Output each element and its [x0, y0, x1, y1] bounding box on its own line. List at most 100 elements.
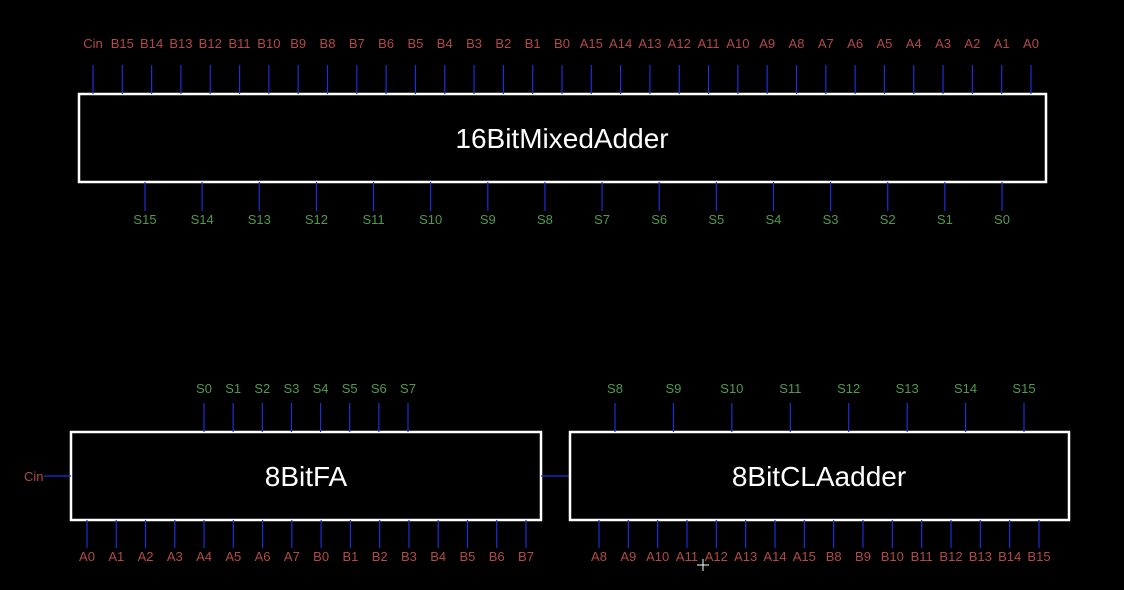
pin-label-b4: B4	[437, 36, 453, 51]
pin-label-s12: S12	[837, 381, 860, 396]
pin-label-b1: B1	[525, 36, 541, 51]
pin-label-s14: S14	[954, 381, 977, 396]
pin-label-b15: B15	[1027, 549, 1050, 564]
pin-label-b7: B7	[518, 549, 534, 564]
pin-label-b9: B9	[290, 36, 306, 51]
pin-label-s12: S12	[305, 212, 328, 227]
pin-label-a6: A6	[255, 549, 271, 564]
pin-label-a3: A3	[935, 36, 951, 51]
pin-label-s3: S3	[283, 381, 299, 396]
pin-label-s2: S2	[254, 381, 270, 396]
block-8bit-cla-adder-top-pins: S8 S9 S10 S11 S12 S13 S14 S15	[607, 381, 1036, 432]
pin-label-b5: B5	[407, 36, 423, 51]
pin-label-s4: S4	[766, 212, 782, 227]
pin-label-a6: A6	[847, 36, 863, 51]
pin-label-b12: B12	[199, 36, 222, 51]
pin-label-s13: S13	[896, 381, 919, 396]
pin-label-a13: A13	[734, 549, 757, 564]
pin-label-s15: S15	[1012, 381, 1035, 396]
pin-label-a9: A9	[620, 549, 636, 564]
pin-label-s14: S14	[191, 212, 214, 227]
pin-label-s11: S11	[779, 381, 801, 396]
pin-label-a11: A11	[697, 36, 719, 51]
pin-label-a2: A2	[964, 36, 980, 51]
pin-label-b0: B0	[554, 36, 570, 51]
pin-label-b12: B12	[939, 549, 962, 564]
pin-label-s8: S8	[607, 381, 623, 396]
pin-label-s2: S2	[880, 212, 896, 227]
pin-label-s6: S6	[371, 381, 387, 396]
pin-label-a1: A1	[994, 36, 1010, 51]
pin-label-a7: A7	[818, 36, 834, 51]
pin-label-b1: B1	[342, 549, 358, 564]
block-8bit-fa-title: 8BitFA	[265, 461, 348, 492]
pin-label-a2: A2	[138, 549, 154, 564]
pin-label-b0: B0	[313, 549, 329, 564]
pin-label-s10: S10	[720, 381, 743, 396]
pin-label-b6: B6	[378, 36, 394, 51]
pin-label-a12: A12	[668, 36, 691, 51]
pin-label-b13: B13	[169, 36, 192, 51]
pin-label-a5: A5	[876, 36, 892, 51]
pin-label-s13: S13	[248, 212, 271, 227]
pin-label-a1: A1	[108, 549, 124, 564]
pin-label-b6: B6	[489, 549, 505, 564]
pin-label-s5: S5	[708, 212, 724, 227]
pin-label-b4: B4	[430, 549, 446, 564]
pin-label-s10: S10	[419, 212, 442, 227]
pin-label-b8: B8	[320, 36, 336, 51]
pin-label-a8: A8	[789, 36, 805, 51]
pin-label-s7: S7	[400, 381, 416, 396]
block-8bit-fa-cin-label: Cin	[24, 469, 44, 484]
pin-label-s9: S9	[665, 381, 681, 396]
pin-label-b2: B2	[372, 549, 388, 564]
pin-label-a13: A13	[638, 36, 661, 51]
pin-label-s3: S3	[823, 212, 839, 227]
pin-label-s4: S4	[313, 381, 329, 396]
pin-label-s11: S11	[362, 212, 384, 227]
pin-label-s15: S15	[133, 212, 156, 227]
pin-label-a0: A0	[79, 549, 95, 564]
pin-label-a8: A8	[591, 549, 607, 564]
pin-label-s1: S1	[225, 381, 241, 396]
block-8bit-fa-box[interactable]	[69, 430, 543, 522]
pin-label-b3: B3	[401, 549, 417, 564]
pin-label-b8: B8	[826, 549, 842, 564]
pin-label-a4: A4	[196, 549, 212, 564]
pin-label-b11: B11	[911, 549, 933, 564]
pin-label-b14: B14	[998, 549, 1021, 564]
pin-label-b10: B10	[257, 36, 280, 51]
pin-label-b2: B2	[495, 36, 511, 51]
pin-label-s9: S9	[480, 212, 496, 227]
pin-label-a10: A10	[726, 36, 749, 51]
pin-label-s0: S0	[196, 381, 212, 396]
pin-label-a10: A10	[646, 549, 669, 564]
block-8bit-cla-adder-box[interactable]	[568, 430, 1071, 522]
pin-label-cin: Cin	[83, 36, 103, 51]
pin-label-b13: B13	[969, 549, 992, 564]
pin-label-a14: A14	[763, 549, 786, 564]
pin-label-a9: A9	[759, 36, 775, 51]
pin-label-a12: A12	[705, 549, 728, 564]
pin-label-a0: A0	[1023, 36, 1039, 51]
pin-label-b15: B15	[111, 36, 134, 51]
pin-label-s7: S7	[594, 212, 610, 227]
block-16bit-mixed-adder-box[interactable]	[77, 92, 1048, 184]
pin-label-b10: B10	[881, 549, 904, 564]
crosshair-cursor-icon	[697, 559, 709, 571]
pin-label-a14: A14	[609, 36, 632, 51]
pin-label-b14: B14	[140, 36, 163, 51]
pin-label-b11: B11	[228, 36, 250, 51]
pin-label-s8: S8	[537, 212, 553, 227]
pin-label-s5: S5	[342, 381, 358, 396]
pin-label-a11: A11	[676, 549, 698, 564]
pin-label-a15: A15	[580, 36, 603, 51]
